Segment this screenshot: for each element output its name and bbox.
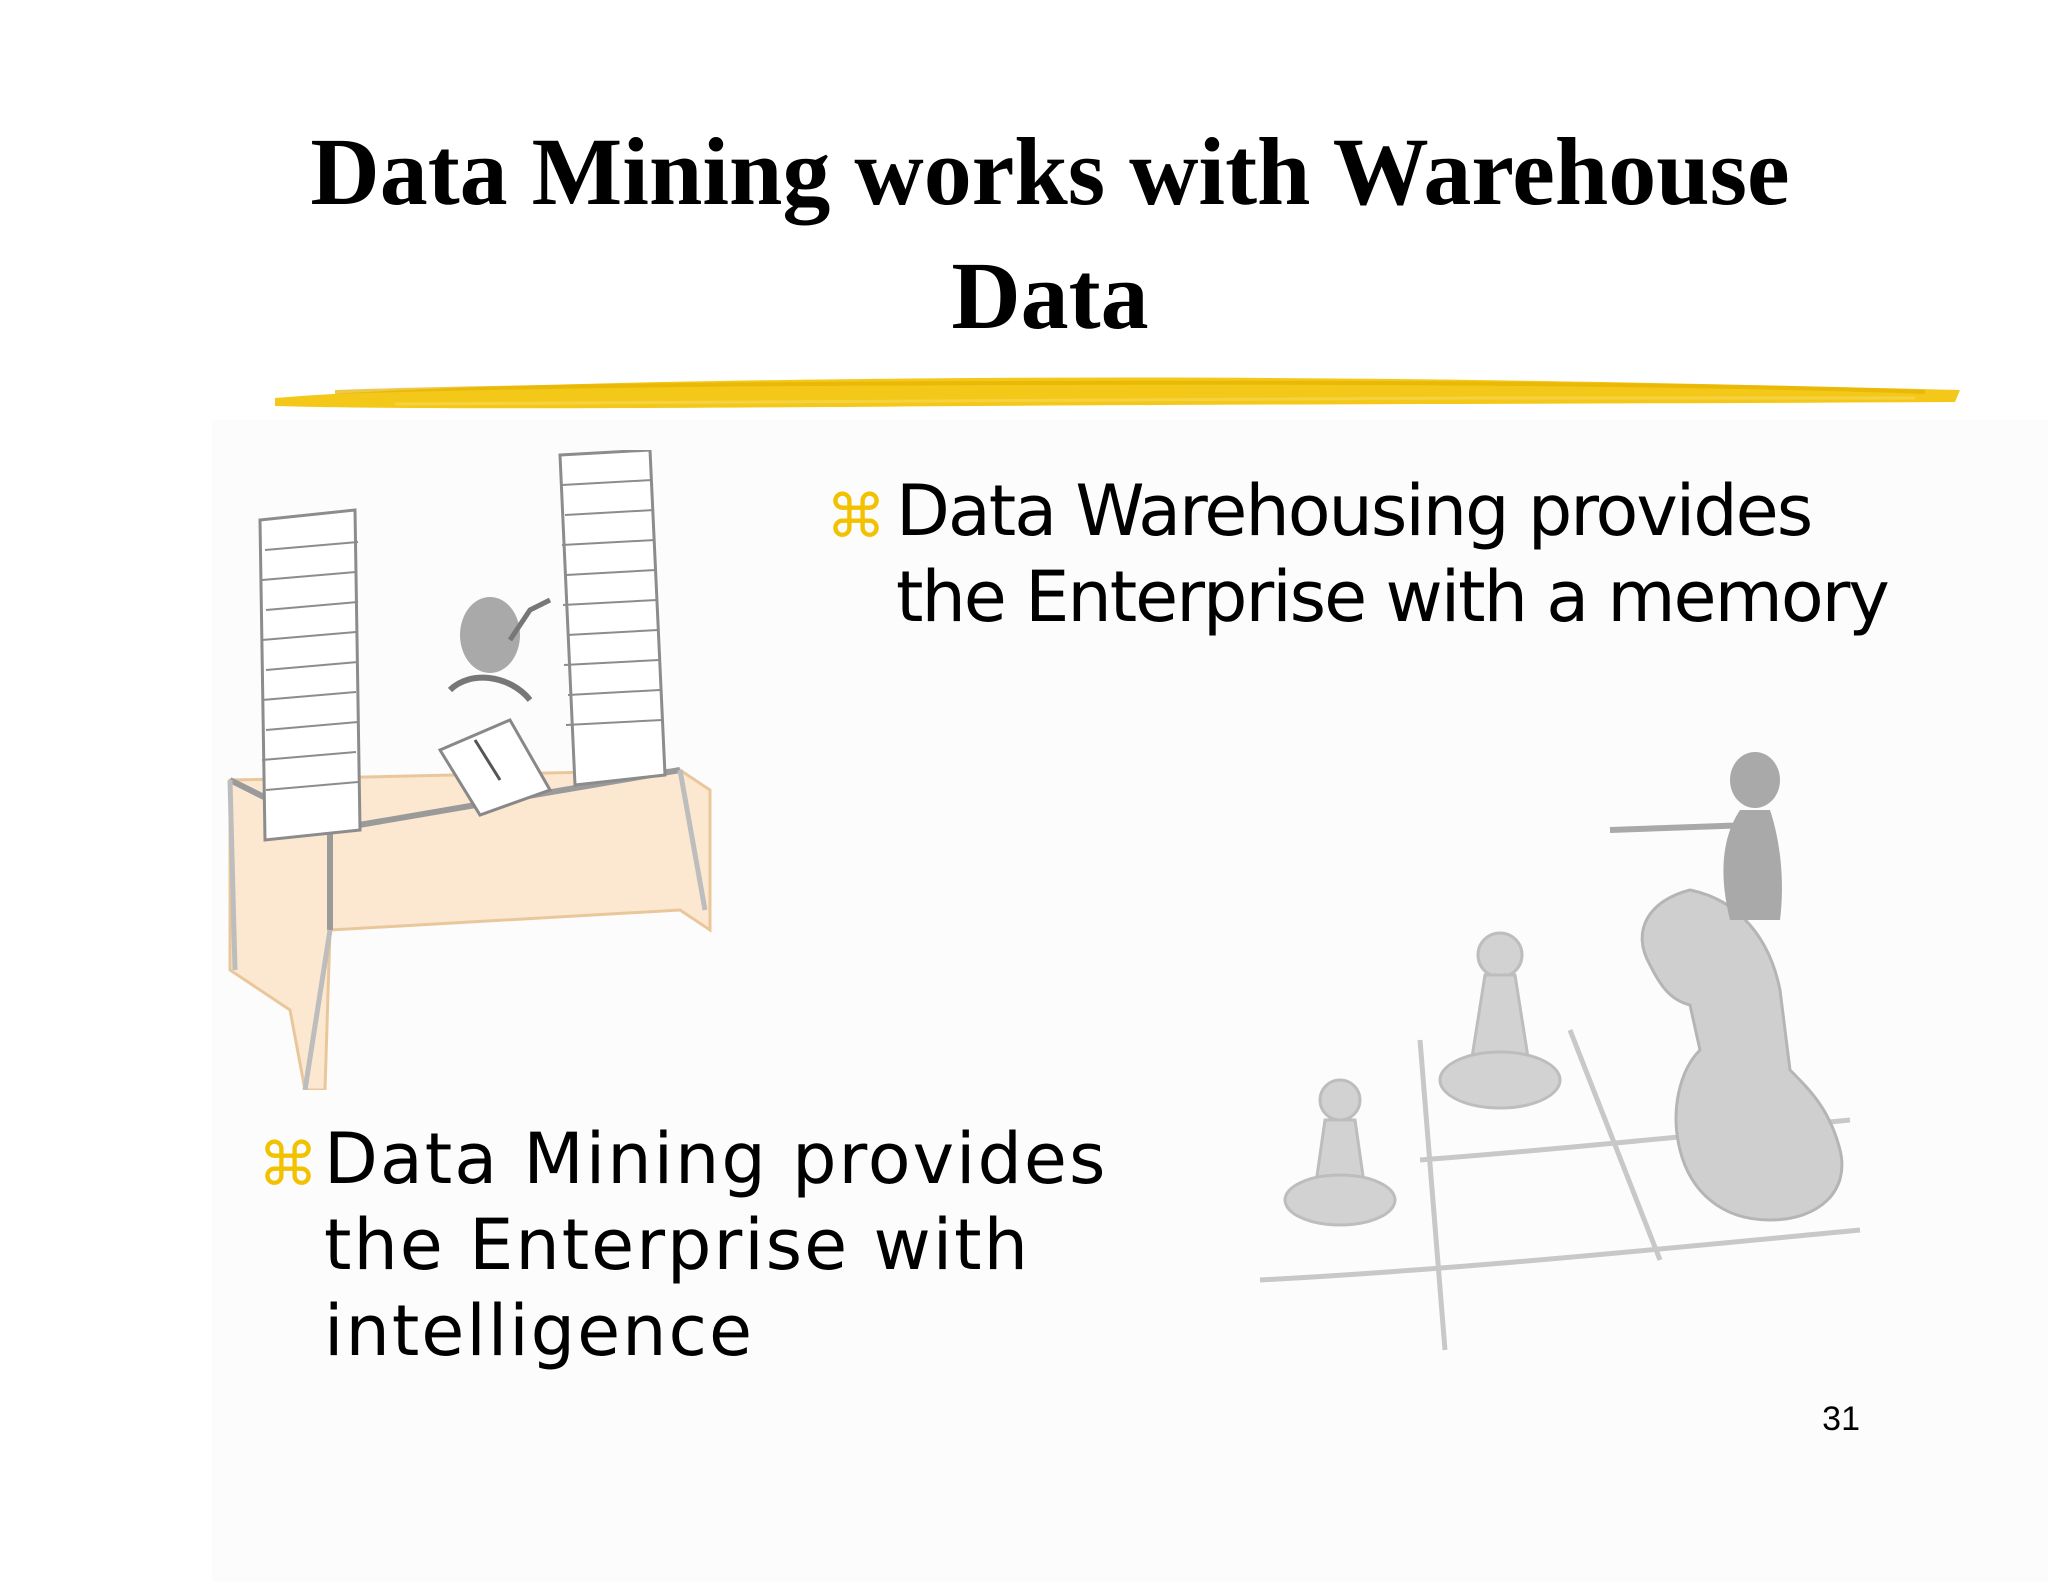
bullet-line: the Enterprise with a memory — [896, 556, 1890, 638]
title-underline-brushstroke — [275, 377, 1960, 409]
page-number: 31 — [1822, 1400, 1860, 1438]
bullet-text: Data Warehousing provides the Enterprise… — [896, 468, 1896, 640]
slide-title: Data Mining works with Warehouse Data — [0, 110, 2048, 358]
bullet-line: the Enterprise with — [324, 1204, 1030, 1286]
bullet-line: Data Warehousing provides — [896, 470, 1813, 552]
desk-with-paper-stacks-clipart — [227, 450, 712, 1090]
bullet-line: intelligence — [324, 1290, 755, 1372]
bullet-text: Data Mining provides the Enterprise with… — [324, 1116, 1124, 1374]
bullet-item-data-mining: ⌘ Data Mining provides the Enterprise wi… — [258, 1116, 1158, 1374]
slide-title-line-2: Data — [951, 242, 1149, 349]
command-key-icon: ⌘ — [826, 482, 886, 552]
bullet-item-data-warehousing: ⌘ Data Warehousing provides the Enterpri… — [826, 468, 1946, 640]
chess-pieces-clipart — [1259, 752, 1861, 1351]
command-key-icon: ⌘ — [258, 1130, 318, 1200]
bullet-line: Data Mining provides — [324, 1118, 1108, 1200]
slide-title-line-1: Data Mining works with Warehouse — [310, 118, 1790, 225]
